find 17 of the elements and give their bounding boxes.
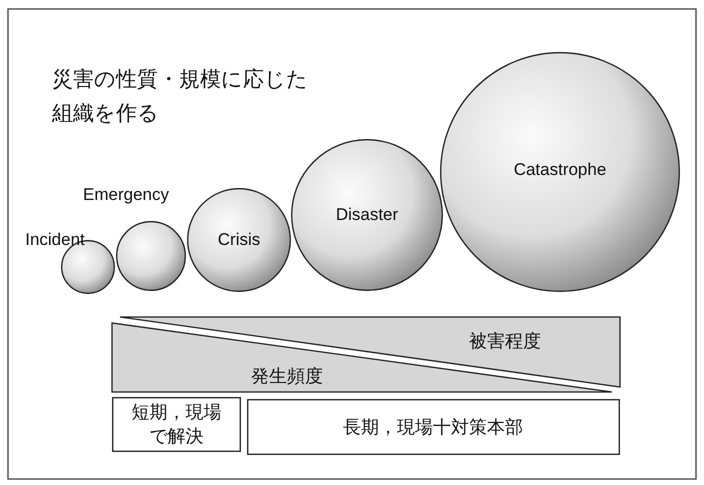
box-text: 長期，現場十対策本部 <box>343 416 523 439</box>
band-label: 発生頻度 <box>251 365 323 388</box>
triangle-band <box>120 317 620 387</box>
sphere <box>187 188 291 292</box>
title: 災害の性質・規模に応じた組織を作る <box>52 66 309 127</box>
band-label: 被害程度 <box>469 330 541 353</box>
sphere-label: Incident <box>25 230 85 250</box>
box-text: 短期，現場で解決 <box>130 400 222 448</box>
sphere <box>440 52 680 292</box>
sphere-label: Catastrophe <box>514 160 606 180</box>
sphere <box>291 139 443 291</box>
sphere-label: Emergency <box>83 185 169 205</box>
text-box <box>112 397 241 452</box>
sphere-label: Crisis <box>218 230 260 250</box>
text-box <box>247 399 620 455</box>
sphere-label: Disaster <box>336 205 398 225</box>
triangle-band <box>112 323 612 392</box>
